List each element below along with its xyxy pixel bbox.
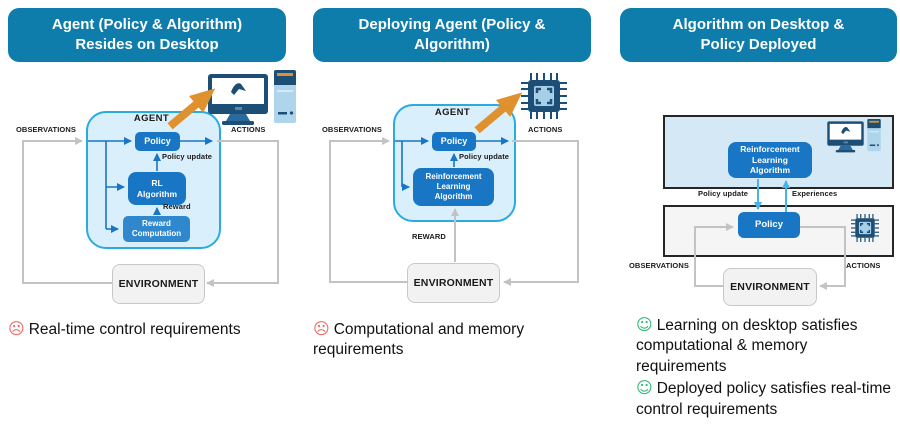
happy-face-icon: ☺ — [636, 378, 653, 398]
sad-face-icon: ☹ — [8, 319, 25, 338]
sad-face-icon: ☹ — [313, 319, 330, 338]
panel3-environment-node: ENVIRONMENT — [723, 268, 817, 306]
panel1-policy-update-label: Policy update — [162, 152, 213, 161]
panel1-reward-computation-node: Reward Computation — [123, 216, 190, 242]
bullet-item: ☹Computational and memory requirements — [313, 318, 565, 361]
desktop-computer-icon — [208, 70, 296, 125]
microchip-icon — [851, 214, 879, 242]
bullet-text: Deployed policy satisfies real-time cont… — [636, 380, 892, 418]
panel2-observations-label: OBSERVATIONS — [322, 125, 382, 134]
panel3-actions-label: ACTIONS — [846, 261, 881, 270]
panel3-bullet-list: ☺Learning on desktop satisfies computati… — [636, 314, 898, 420]
panel1-agent-label: AGENT — [133, 113, 170, 124]
desktop-computer-icon — [827, 119, 881, 153]
panel2-actions-label: ACTIONS — [528, 125, 563, 134]
bullet-item: ☺Deployed policy satisfies real-time con… — [636, 377, 898, 420]
panel2-bullet-list: ☹Computational and memory requirements — [313, 318, 565, 361]
panel3-observations-label: OBSERVATIONS — [629, 261, 689, 270]
panel1-environment-node: ENVIRONMENT — [112, 264, 205, 304]
panel2-policy-node: Policy — [432, 132, 476, 151]
panel3-header: Algorithm on Desktop & Policy Deployed — [620, 8, 897, 62]
panel3-rl-algorithm-node: Reinforcement Learning Algorithm — [728, 142, 812, 178]
deploy-arrow-icon — [167, 88, 216, 130]
panel1-actions-label: ACTIONS — [231, 125, 266, 134]
panel1-header: Agent (Policy & Algorithm) Resides on De… — [8, 8, 286, 62]
microchip-icon — [521, 73, 567, 119]
panel2-header: Deploying Agent (Policy & Algorithm) — [313, 8, 591, 62]
panel1-policy-node: Policy — [135, 132, 180, 151]
panel3-policy-node: Policy — [738, 212, 800, 238]
panel2-rl-algorithm-node: Reinforcement Learning Algorithm — [413, 168, 494, 206]
panel2-agent-label: AGENT — [434, 107, 471, 118]
panel2-environment-node: ENVIRONMENT — [407, 263, 500, 303]
panel3-experiences-label: Experiences — [792, 189, 838, 198]
bullet-item: ☹Real-time control requirements — [8, 318, 293, 340]
panel1-bullet-list: ☹Real-time control requirements — [8, 318, 293, 340]
panel2-policy-update-label: Policy update — [459, 152, 510, 161]
panel1-observations-label: OBSERVATIONS — [16, 125, 76, 134]
bullet-text: Real-time control requirements — [28, 321, 241, 338]
panel2-reward-label: REWARD — [412, 232, 446, 241]
panel3-policy-update-label: Policy update — [698, 189, 749, 198]
bullet-text: Learning on desktop satisfies computatio… — [636, 317, 858, 375]
panel1-reward-label: Reward — [163, 202, 191, 211]
panel1-rl-algorithm-node: RL Algorithm — [128, 172, 186, 205]
deploy-arrow-icon — [474, 92, 523, 134]
happy-face-icon: ☺ — [636, 315, 653, 334]
bullet-item: ☺Learning on desktop satisfies computati… — [636, 314, 898, 377]
bullet-text: Computational and memory requirements — [313, 321, 525, 359]
